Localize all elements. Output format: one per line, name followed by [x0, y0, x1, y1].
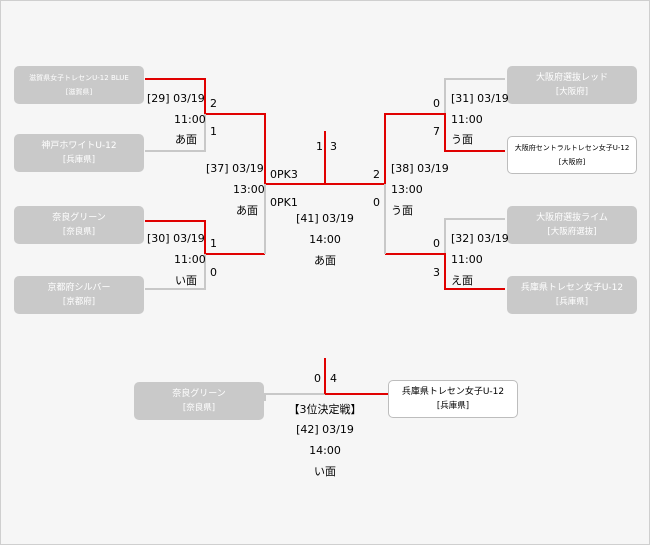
match-title: 【3位決定戦】 — [288, 403, 362, 416]
pk-score: 0PK1 — [270, 196, 298, 209]
match-id: [42] 03/19 — [296, 423, 354, 436]
match-court: あ面 — [236, 204, 258, 217]
match-time: 11:00 — [451, 113, 483, 126]
team-pref: [大阪府] — [558, 158, 586, 166]
match-court: い面 — [175, 274, 197, 287]
team-box-hyogo-3rd: 兵庫県トレセン女子U-12 [兵庫県] — [388, 380, 518, 418]
score: 1 — [210, 237, 217, 250]
match-time: 11:00 — [174, 253, 206, 266]
team-box-osaka-red: 大阪府選抜レッド [大阪府] — [507, 66, 637, 104]
score: 4 — [330, 372, 337, 385]
match-id: [31] 03/19 — [451, 92, 509, 105]
team-pref: [京都府] — [62, 297, 96, 307]
team-name: 兵庫県トレセン女子U-12 — [520, 283, 624, 293]
team-box-osaka-central: 大阪府セントラルトレセン女子U-12 [大阪府] — [507, 136, 637, 174]
match-time: 11:00 — [451, 253, 483, 266]
match-court: い面 — [314, 465, 336, 478]
score: 1 — [316, 140, 323, 153]
score: 2 — [373, 168, 380, 181]
match-id: [38] 03/19 — [391, 162, 449, 175]
team-name: 大阪府選抜ライム — [536, 213, 608, 223]
match-id: [29] 03/19 — [147, 92, 205, 105]
team-pref: [奈良県] — [62, 227, 96, 237]
team-box-osaka-lime: 大阪府選抜ライム [大阪府選抜] — [507, 206, 637, 244]
match-id: [41] 03/19 — [296, 212, 354, 225]
score: 0 — [433, 237, 440, 250]
match-time: 14:00 — [309, 233, 341, 246]
team-name: 奈良グリーン — [52, 213, 106, 223]
team-pref: [兵庫県] — [436, 401, 470, 411]
team-pref: [奈良県] — [182, 403, 216, 413]
match-court: あ面 — [314, 254, 336, 267]
team-pref: [兵庫県] — [62, 155, 96, 165]
team-pref: [大阪府選抜] — [547, 227, 597, 237]
match-court: あ面 — [175, 133, 197, 146]
team-pref: [大阪府] — [555, 87, 589, 97]
score: 1 — [210, 125, 217, 138]
match-court: う面 — [391, 204, 413, 217]
team-name: 大阪府選抜レッド — [535, 73, 608, 83]
team-name: 神戸ホワイトU-12 — [41, 141, 117, 151]
team-box-kyoto: 京都府シルバー [京都府] — [14, 276, 144, 314]
team-name: 兵庫県トレセン女子U-12 — [401, 387, 505, 397]
team-name: 大阪府セントラルトレセン女子U-12 — [514, 144, 630, 152]
pk-score: 0PK3 — [270, 168, 298, 181]
score: 0 — [314, 372, 321, 385]
team-name: 奈良グリーン — [172, 389, 226, 399]
team-box-nara-3rd: 奈良グリーン [奈良県] — [134, 382, 264, 420]
match-time: 14:00 — [309, 444, 341, 457]
team-box-kobe: 神戸ホワイトU-12 [兵庫県] — [14, 134, 144, 172]
match-time: 11:00 — [174, 113, 206, 126]
match-court: え面 — [451, 274, 473, 287]
score: 0 — [373, 196, 380, 209]
team-pref: [滋賀県] — [65, 88, 93, 96]
team-pref: [兵庫県] — [555, 297, 589, 307]
score: 3 — [433, 266, 440, 279]
match-id: [37] 03/19 — [206, 162, 264, 175]
match-id: [30] 03/19 — [147, 232, 205, 245]
match-time: 13:00 — [391, 183, 423, 196]
team-name: 京都府シルバー — [47, 283, 111, 293]
score: 2 — [210, 97, 217, 110]
match-time: 13:00 — [233, 183, 265, 196]
score: 0 — [433, 97, 440, 110]
team-name: 滋賀県女子トレセンU-12 BLUE — [29, 74, 129, 82]
score: 0 — [210, 266, 217, 279]
team-box-shiga: 滋賀県女子トレセンU-12 BLUE [滋賀県] — [14, 66, 144, 104]
match-id: [32] 03/19 — [451, 232, 509, 245]
match-court: う面 — [451, 133, 473, 146]
score: 3 — [330, 140, 337, 153]
team-box-hyogo: 兵庫県トレセン女子U-12 [兵庫県] — [507, 276, 637, 314]
team-box-nara: 奈良グリーン [奈良県] — [14, 206, 144, 244]
score: 7 — [433, 125, 440, 138]
